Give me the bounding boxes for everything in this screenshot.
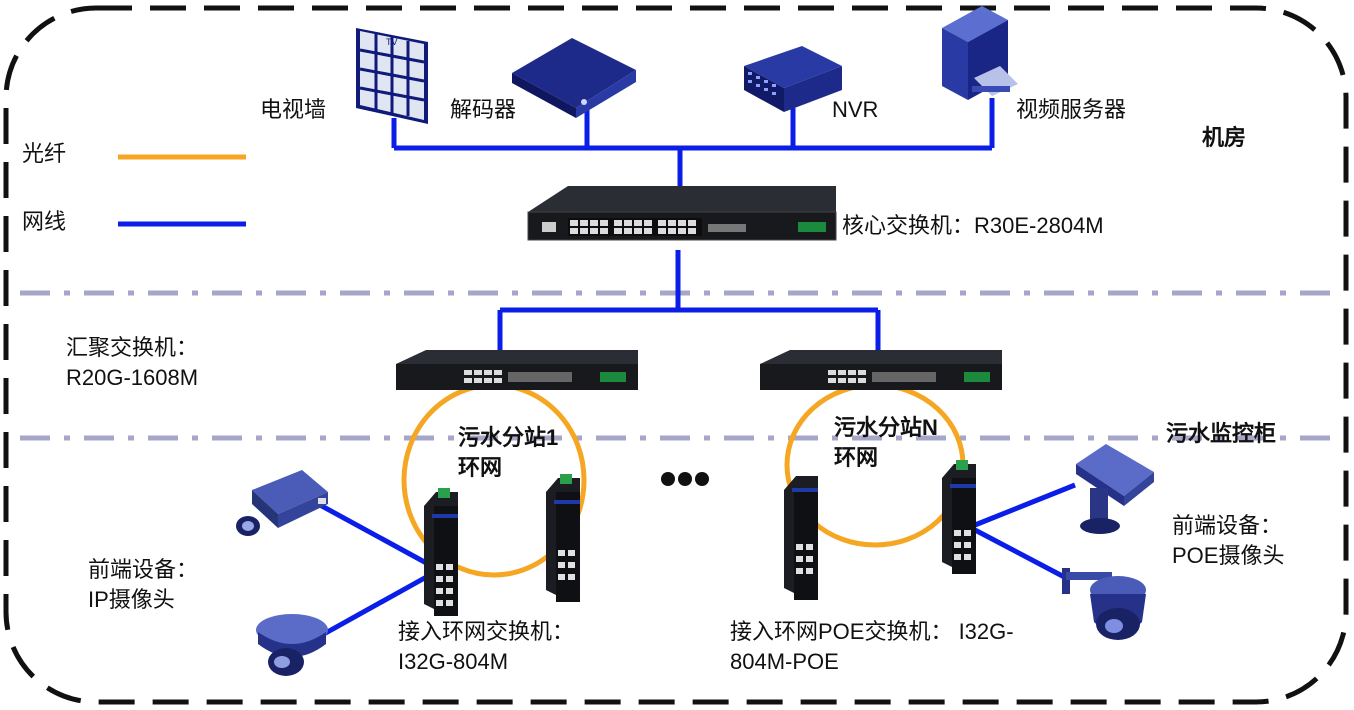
- access-poe-label-1: 接入环网POE交换机： I32G-: [730, 619, 1014, 644]
- top-bus: [391, 98, 995, 188]
- front-poe-label-1: 前端设备：: [1172, 513, 1283, 538]
- access-switch-label-1: 接入环网交换机：: [398, 619, 575, 644]
- ellipsis-dots: [661, 472, 709, 486]
- sewage-cabinet-label: 污水监控柜: [1166, 421, 1277, 446]
- core-switch-label: 核心交换机：R30E-2804M: [842, 213, 1104, 238]
- outer-border: [3, 5, 1349, 705]
- ringn-label-2: 环网: [834, 445, 879, 470]
- industrial-switch-icon-3: [784, 476, 818, 600]
- machine-room-label: 机房: [1202, 125, 1247, 150]
- camera-links: [318, 482, 1076, 638]
- front-ip-label-1: 前端设备：: [88, 557, 199, 582]
- legend-fiber-label: 光纤: [22, 141, 67, 166]
- industrial-switch-icon-1: [424, 488, 458, 616]
- ptz-camera-icon: [1076, 444, 1154, 534]
- access-switch-label-2: I32G-804M: [398, 649, 509, 674]
- agg-switch-label-2: R20G-1608M: [66, 365, 199, 390]
- tv-wall-label: 电视墙: [260, 97, 327, 122]
- front-poe-label-2: POE摄像头: [1172, 543, 1285, 568]
- camera-icon: [236, 470, 328, 536]
- front-ip-label-2: IP摄像头: [88, 587, 175, 612]
- tv-wall-icon: TV: [356, 28, 428, 124]
- poe-dome-camera-icon: [1062, 568, 1146, 640]
- agg-switch-label-1: 汇聚交换机：: [66, 335, 199, 360]
- decoder-icon: [512, 38, 636, 118]
- dome-camera-icon: [256, 614, 328, 676]
- core-to-agg-links: [497, 250, 881, 360]
- decoder-label: 解码器: [450, 97, 517, 122]
- access-poe-label-2: 804M-POE: [730, 649, 839, 674]
- ring1-label-2: 环网: [458, 455, 503, 480]
- industrial-switch-icon-2: [546, 474, 580, 602]
- tv-mark: TV: [386, 37, 398, 47]
- ringn-label-1: 污水分站N: [834, 415, 938, 440]
- server-icon: [942, 6, 1018, 100]
- ring1-label-1: 污水分站1: [458, 425, 559, 450]
- legend-cable-label: 网线: [22, 209, 67, 234]
- agg-switch-icon-1: [396, 350, 638, 390]
- video-server-label: 视频服务器: [1016, 97, 1127, 122]
- nvr-label: NVR: [832, 97, 879, 122]
- industrial-switch-icon-4: [942, 460, 976, 574]
- core-switch-icon: [527, 186, 837, 241]
- agg-switch-icon-n: [760, 350, 1002, 390]
- nvr-icon: [744, 46, 842, 112]
